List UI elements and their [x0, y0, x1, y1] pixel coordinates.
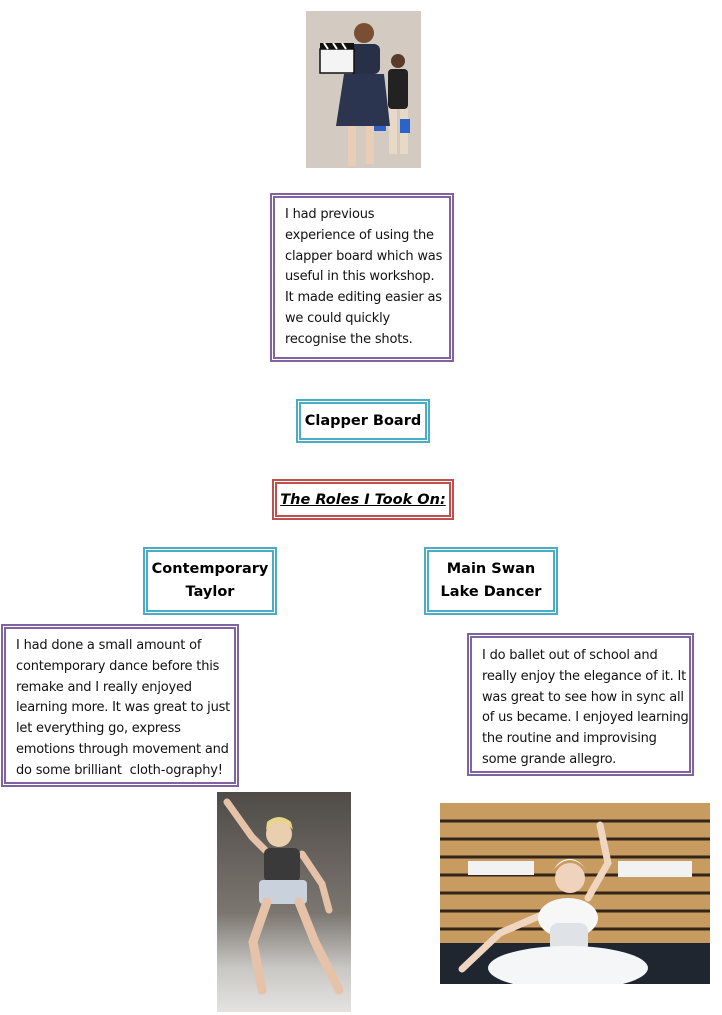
clapper-board-label-box: Clapper Board — [296, 399, 430, 443]
role-note-box-swan-lake: I do ballet out of school and really enjo… — [467, 633, 694, 776]
text-line: I had previous — [285, 207, 375, 222]
text-line: useful in this workshop. — [285, 269, 435, 285]
role-note-box-contemporary: I had done a small amount of contemporary… — [1, 624, 239, 787]
role-title-line: Contemporary — [151, 561, 269, 577]
swan-lake-dancer-photo — [440, 803, 710, 984]
text-line: contemporary dance before this — [16, 658, 220, 674]
roles-heading-box: The Roles I Took On: — [272, 479, 454, 520]
text-line: clapper board which was — [285, 248, 443, 264]
role-title-line: Main Swan — [446, 561, 536, 577]
role-title-line: Taylor — [185, 584, 235, 600]
text-line: recognise the shots. — [285, 331, 413, 347]
clapper-board-photo — [306, 11, 421, 168]
text-line: emotions through movement and — [16, 741, 229, 757]
roles-heading: The Roles I Took On: — [280, 491, 446, 508]
text-line: learning more. It was great to just — [16, 700, 231, 716]
text-line: we could quickly — [285, 310, 390, 326]
text-line: the routine and improvising — [482, 731, 657, 747]
role-title-swan-lake: Main Swan Lake Dancer — [441, 558, 542, 604]
clapper-note-text: I had previous experience of using the cla… — [285, 205, 449, 351]
role-title-line: Lake Dancer — [440, 584, 542, 600]
text-line: experience of using the — [285, 227, 434, 243]
text-line: some grande allegro. — [482, 751, 617, 767]
clapper-board-label: Clapper Board — [304, 412, 422, 429]
text-line: let everything go, express — [16, 721, 181, 737]
role-note-swan-lake: I do ballet out of school and really enjo… — [482, 646, 689, 771]
contemporary-dancer-photo — [217, 792, 351, 1012]
text-line: I do ballet out of school and — [482, 648, 658, 663]
text-line: was great to see how in sync all — [482, 689, 684, 705]
text-line: It made editing easier as — [285, 290, 442, 306]
text-line: really enjoy the elegance of it. It — [482, 668, 687, 684]
clapper-note-box: I had previous experience of using the cla… — [270, 193, 454, 362]
role-note-contemporary: I had done a small amount of contemporary… — [16, 636, 234, 782]
text-line: do some brilliant cloth-ography! — [16, 762, 223, 778]
role-title-contemporary: Contemporary Taylor — [152, 558, 269, 604]
text-line: remake and I really enjoyed — [16, 679, 192, 695]
text-line: I had done a small amount of — [16, 638, 202, 653]
role-title-box-swan-lake: Main Swan Lake Dancer — [424, 547, 558, 615]
role-title-box-contemporary: Contemporary Taylor — [143, 547, 277, 615]
text-line: of us became. I enjoyed learning — [482, 710, 689, 726]
